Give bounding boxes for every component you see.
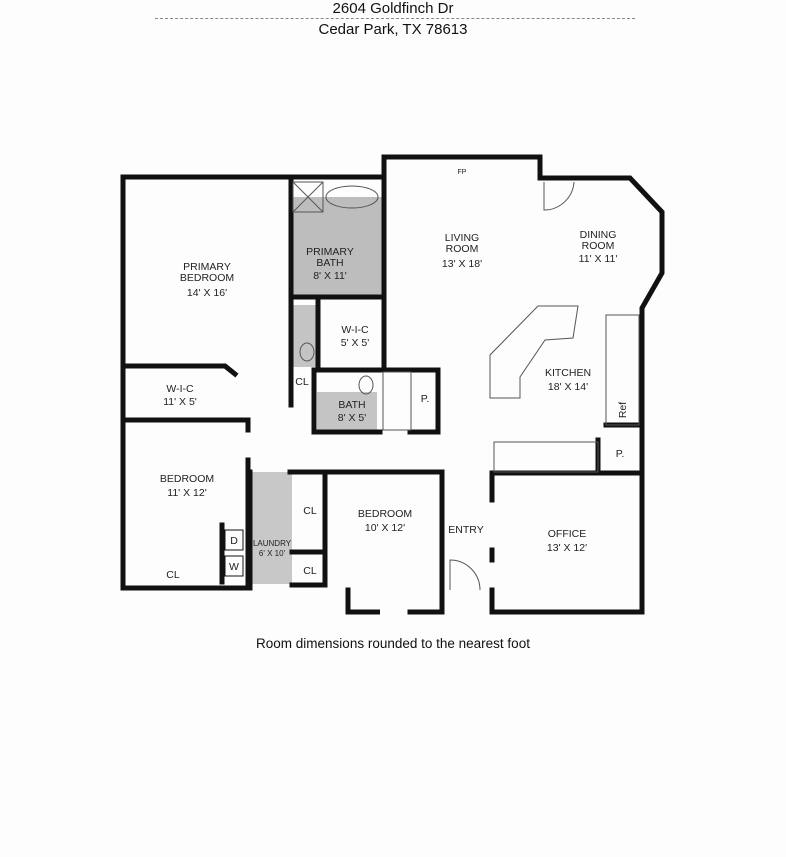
svg-text:ROOM: ROOM [446, 243, 479, 255]
room-laundry: LAUNDRY 6' X 10' [253, 539, 292, 558]
fixtures-outline [292, 181, 640, 591]
closet-label: CL [166, 569, 180, 581]
walls [120, 154, 665, 615]
svg-text:DINING: DINING [580, 229, 617, 241]
svg-text:18' X 14': 18' X 14' [548, 381, 588, 393]
room-living: LIVING ROOM 13' X 18' [442, 232, 482, 270]
svg-text:OFFICE: OFFICE [548, 528, 587, 540]
svg-text:BEDROOM: BEDROOM [180, 272, 234, 284]
dryer-label: D [230, 535, 238, 547]
svg-text:PRIMARY: PRIMARY [183, 261, 231, 273]
room-primary-bedroom: PRIMARY BEDROOM 14' X 16' [180, 261, 234, 299]
room-entry: ENTRY [448, 524, 483, 536]
pantry-label: P. [616, 448, 625, 460]
room-bedroom-2: BEDROOM 10' X 12' [358, 508, 412, 534]
svg-text:5' X 5': 5' X 5' [341, 337, 370, 349]
room-wic: W-I-C 11' X 5' [163, 383, 197, 408]
refrigerator-label: Ref [617, 402, 629, 418]
svg-text:BEDROOM: BEDROOM [160, 473, 214, 485]
svg-text:PRIMARY: PRIMARY [306, 246, 354, 258]
svg-text:13' X 12': 13' X 12' [547, 542, 587, 554]
svg-text:LAUNDRY: LAUNDRY [253, 539, 292, 548]
room-bath: BATH 8' X 5' [338, 399, 367, 424]
pantry-label: P. [421, 393, 430, 405]
svg-text:W-I-C: W-I-C [341, 324, 369, 336]
header-divider [155, 18, 635, 19]
svg-text:BATH: BATH [316, 257, 343, 269]
svg-text:11' X 12': 11' X 12' [167, 487, 206, 499]
room-kitchen: KITCHEN 18' X 14' [545, 367, 591, 393]
room-office: OFFICE 13' X 12' [547, 528, 587, 554]
svg-text:13' X 18': 13' X 18' [442, 258, 482, 270]
fixture-labels: CL CL CL CL P. P. Ref FP D W [166, 169, 629, 581]
address-line-1: 2604 Goldfinch Dr [332, 0, 454, 17]
room-dining: DINING ROOM 11' X 11' [579, 229, 618, 265]
room-wic-primary: W-I-C 5' X 5' [341, 324, 370, 349]
fireplace-label: FP [458, 169, 467, 176]
address-line-2: Cedar Park, TX 78613 [318, 21, 468, 38]
svg-text:11' X 11': 11' X 11' [579, 253, 618, 265]
svg-text:LIVING: LIVING [445, 232, 479, 244]
svg-text:6' X 10': 6' X 10' [259, 549, 286, 558]
svg-text:BEDROOM: BEDROOM [358, 508, 412, 520]
footer-note: Room dimensions rounded to the nearest f… [256, 636, 530, 651]
svg-text:11' X 5': 11' X 5' [163, 396, 197, 408]
closet-label: CL [303, 505, 317, 517]
svg-text:ROOM: ROOM [582, 240, 615, 252]
svg-text:10' X 12': 10' X 12' [365, 522, 405, 534]
svg-text:BATH: BATH [338, 399, 365, 411]
svg-text:8' X 5': 8' X 5' [338, 412, 367, 424]
closet-label: CL [295, 376, 309, 388]
room-primary-bath: PRIMARY BATH 8' X 11' [306, 246, 354, 282]
svg-text:KITCHEN: KITCHEN [545, 367, 591, 379]
washer-label: W [229, 561, 239, 573]
floor-fill [250, 197, 382, 584]
svg-text:8' X 11': 8' X 11' [313, 270, 347, 282]
washer [224, 555, 244, 577]
room-bedroom-1: BEDROOM 11' X 12' [160, 473, 214, 499]
svg-text:14' X 16': 14' X 16' [187, 287, 227, 299]
svg-text:W-I-C: W-I-C [166, 383, 194, 395]
dryer [224, 529, 244, 551]
closet-label: CL [303, 565, 317, 577]
